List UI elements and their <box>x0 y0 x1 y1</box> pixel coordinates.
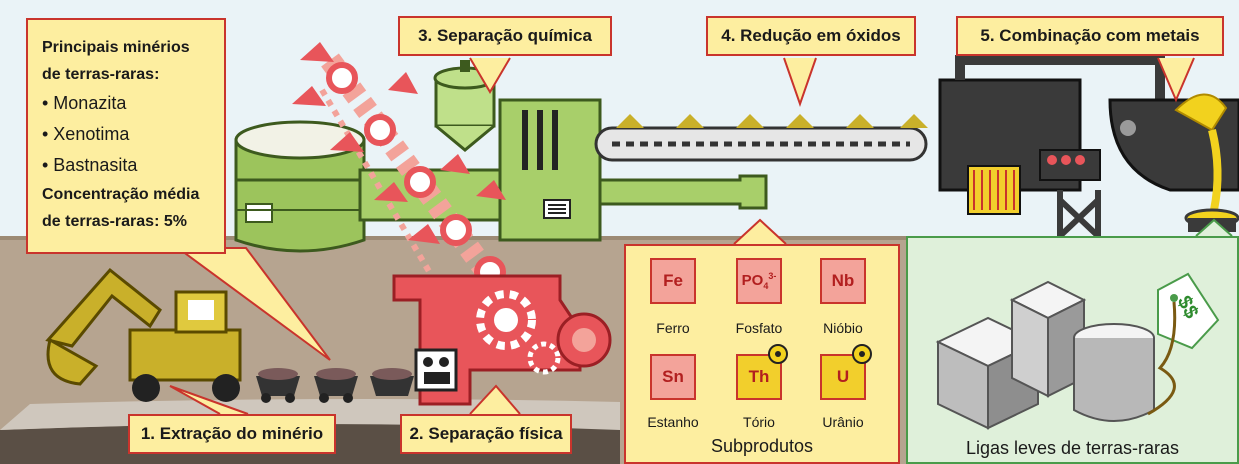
concentration-line2: de terras-raras: 5% <box>42 213 187 230</box>
info-title-line2: de terras-raras: <box>42 66 160 83</box>
step-5-label: 5. Combinação com metais <box>956 16 1224 56</box>
mineral-item: • Xenotima <box>42 124 130 144</box>
formula-base: PO <box>741 272 764 289</box>
element-symbol: Th <box>748 367 770 386</box>
ground-edge <box>0 236 1239 240</box>
element-name: Nióbio <box>823 320 863 336</box>
step-1-label: 1. Extração do minério <box>128 414 336 454</box>
element-symbol: PO43- <box>742 271 777 291</box>
radioactive-icon <box>768 344 788 364</box>
physical-separator <box>392 274 612 406</box>
alloys-title: Ligas leves de terras-raras <box>965 438 1180 458</box>
radioactive-icon <box>852 344 872 364</box>
callout-pointers <box>169 57 1233 415</box>
element-u: U <box>820 354 866 400</box>
excavator <box>45 267 242 402</box>
mineral-item: • Monazita <box>42 93 127 113</box>
step-4-label: 4. Redução em óxidos <box>706 16 916 56</box>
element-sn: Sn <box>650 354 696 400</box>
step-2-label: 2. Separação física <box>400 414 572 454</box>
element-name: Fosfato <box>735 320 783 336</box>
element-symbol: Fe <box>663 271 683 290</box>
element-po4: PO43- <box>736 258 782 304</box>
byproducts-panel: Fe Ferro PO43- Fosfato Nb Nióbio Sn Esta… <box>624 244 900 464</box>
element-name: Ferro <box>656 320 690 336</box>
step-3-label: 3. Separação química <box>398 16 612 56</box>
element-symbol: Sn <box>662 367 684 386</box>
info-title-line1: Principais minérios <box>42 39 190 56</box>
concentration-line1: Concentração média <box>42 186 200 203</box>
element-name: Tório <box>743 414 775 430</box>
oxide-conveyor <box>594 114 928 162</box>
element-name: Urânio <box>822 414 864 430</box>
metal-furnace <box>938 55 1239 239</box>
alloys-panel: $$ Ligas leves de terras-raras <box>906 236 1239 464</box>
element-nb: Nb <box>820 258 866 304</box>
element-symbol: U <box>836 367 850 386</box>
element-fe: Fe <box>650 258 696 304</box>
element-name: Estanho <box>647 414 699 430</box>
mineral-item: • Bastnasita <box>42 155 138 175</box>
alloy-ingots-illustration <box>935 272 1220 430</box>
byproducts-title: Subprodutos <box>710 436 814 456</box>
mine-carts <box>256 368 414 403</box>
element-symbol: Nb <box>831 271 855 290</box>
ore-info-box: Principais minérios de terras-raras: • M… <box>26 18 226 254</box>
formula-subscript: 4 <box>763 281 769 291</box>
formula-superscript: 3- <box>768 271 777 281</box>
